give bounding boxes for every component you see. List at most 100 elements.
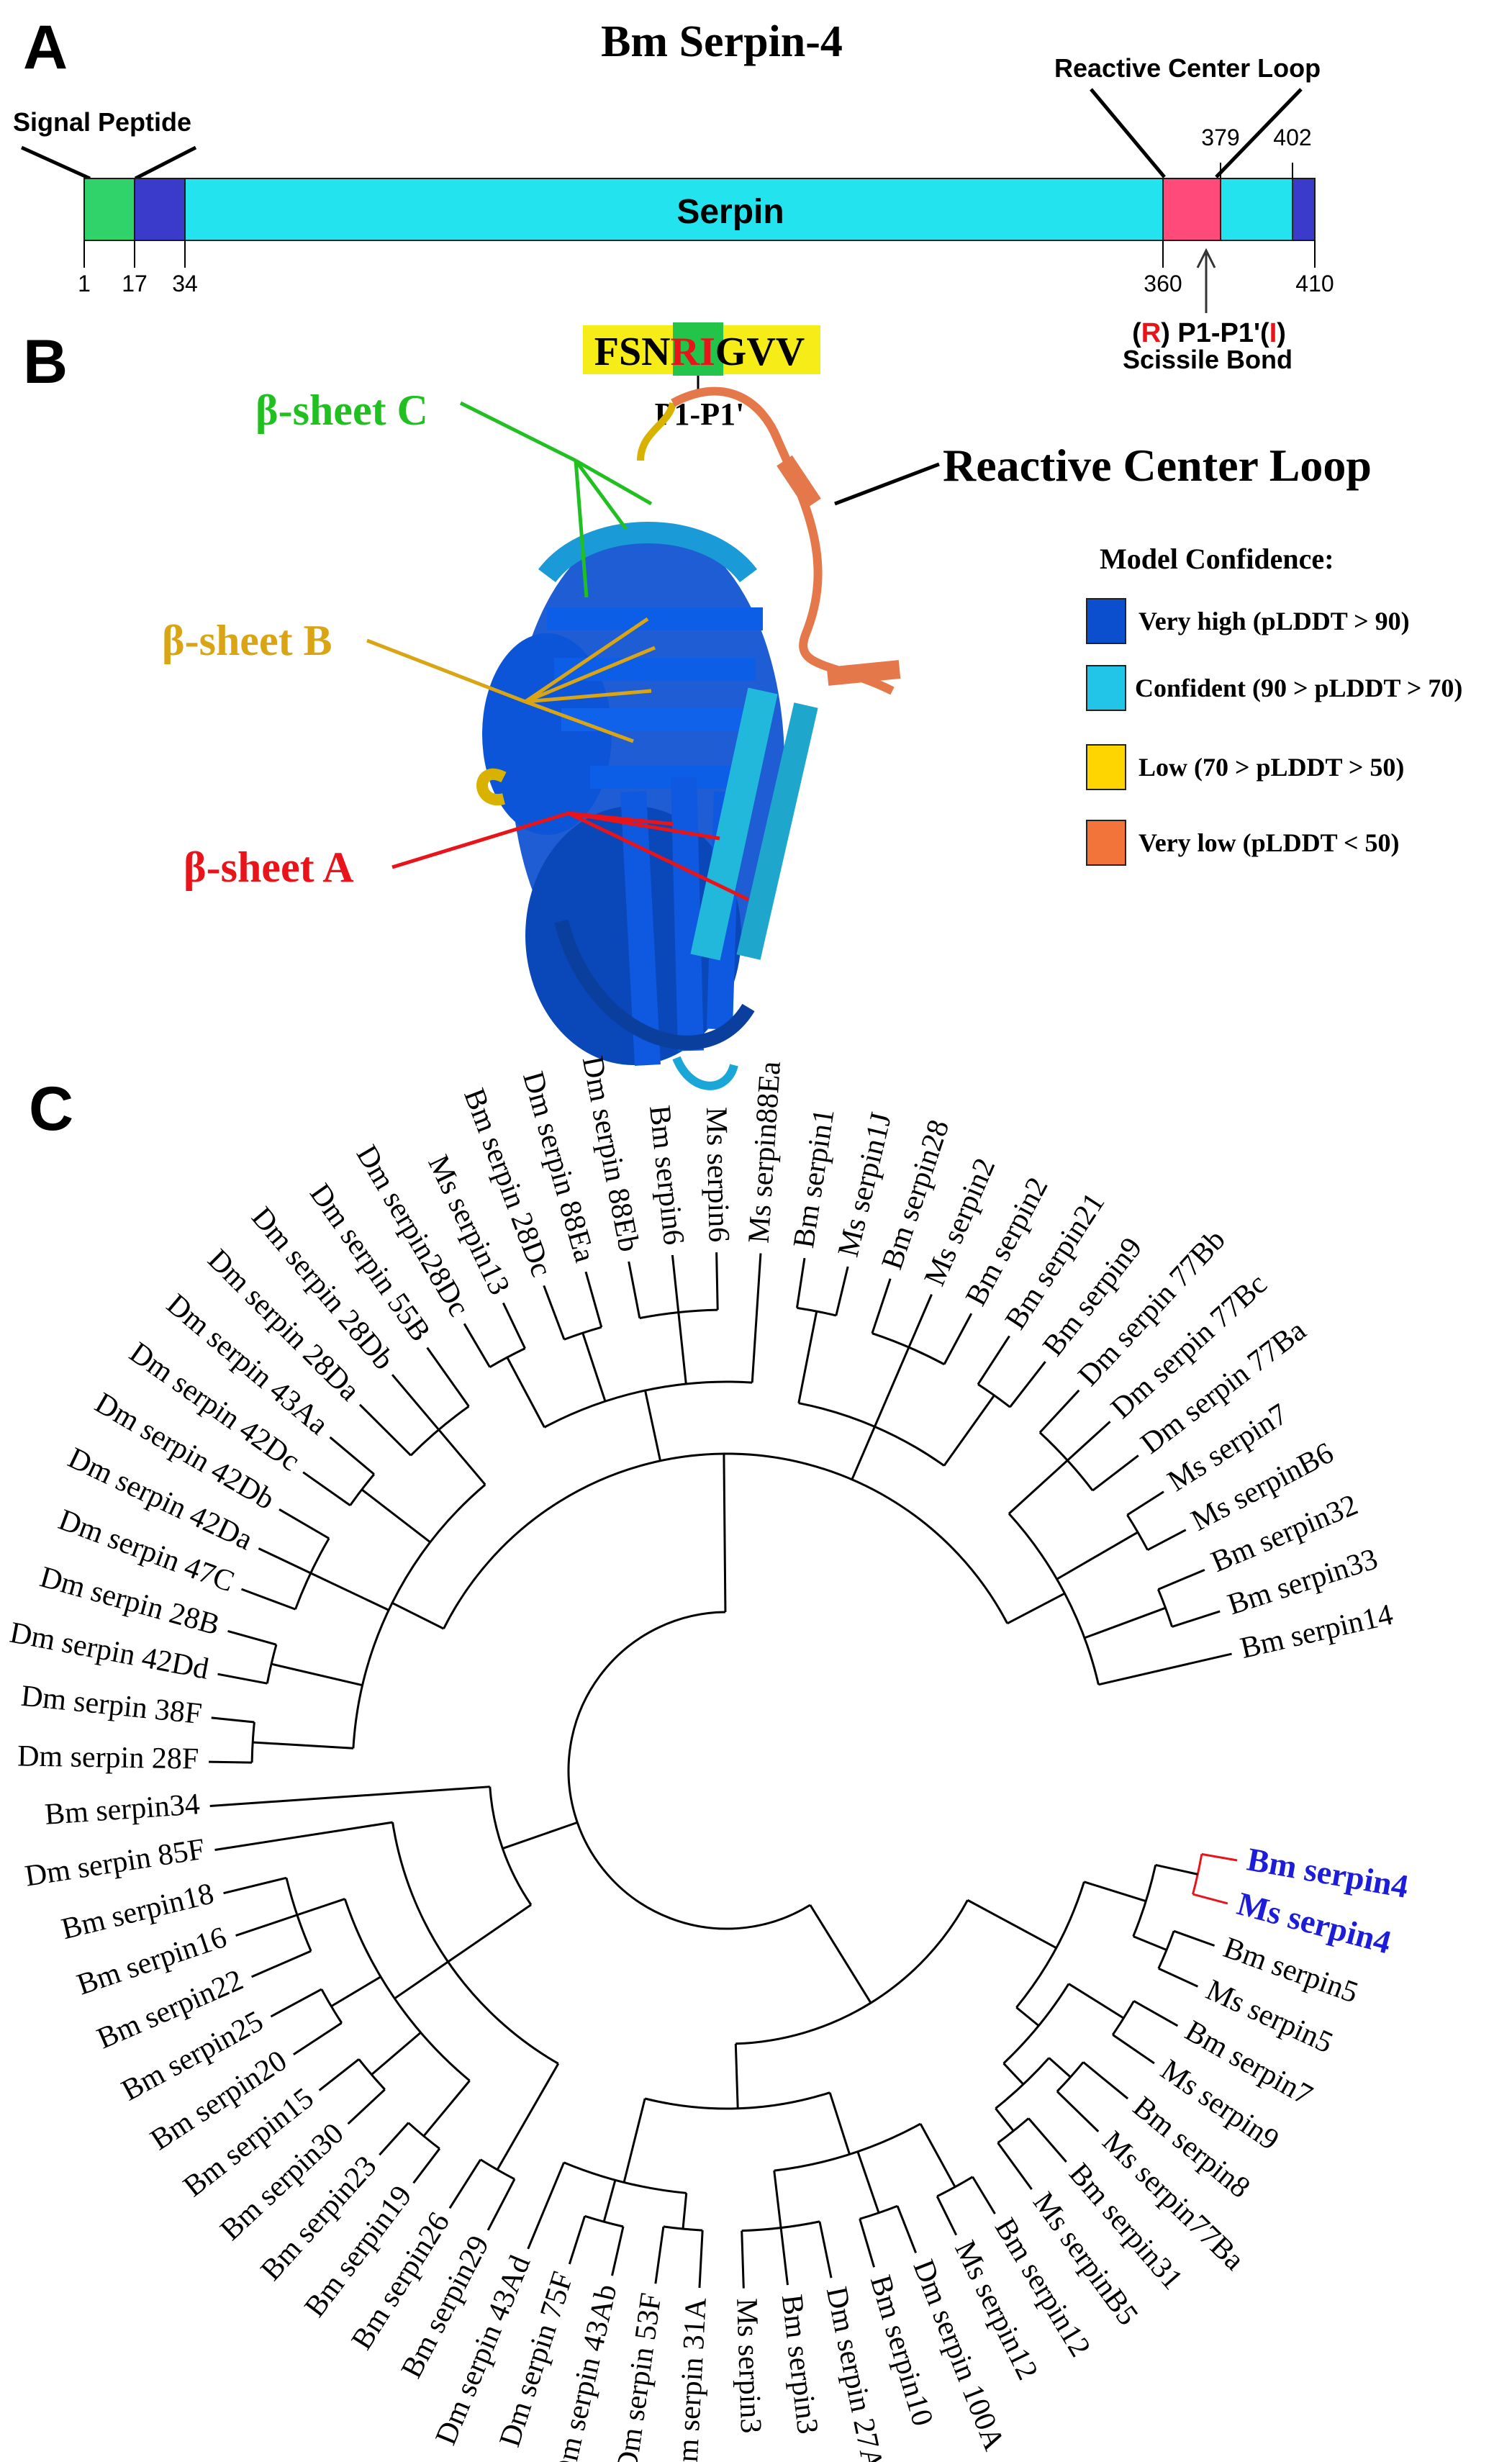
panel-b: B FSNRIGVV P1-P1' bbox=[23, 322, 1462, 1090]
clade-31-edge bbox=[1028, 2117, 1067, 2163]
clade-43ab-edge bbox=[611, 2226, 625, 2276]
domain-bar bbox=[83, 178, 1316, 241]
clade-43ab-edge bbox=[568, 2215, 587, 2265]
position-17: 17 bbox=[122, 271, 148, 297]
clade-77-edge bbox=[1092, 1454, 1139, 1492]
clade-m-edge bbox=[734, 2043, 739, 2109]
rcl-sequence: FSNRIGVV bbox=[594, 330, 805, 374]
clade-f-edge bbox=[214, 1821, 393, 1851]
propeptide-segment bbox=[134, 178, 186, 241]
clade-f-arc bbox=[391, 1821, 559, 2065]
clade-5-edge bbox=[1173, 1929, 1216, 1947]
clade-100-edge bbox=[896, 2205, 918, 2253]
clade-88b-edge bbox=[628, 1261, 641, 1318]
clade-27-edge bbox=[741, 2230, 745, 2289]
clade-13-edge bbox=[502, 1302, 526, 1349]
clade-7-arc bbox=[1126, 1514, 1149, 1551]
phylogenetic-tree-branches bbox=[209, 1252, 1238, 2289]
root-clade-edge bbox=[502, 1821, 578, 1850]
legend-label-very-low: Very low (pLDDT < 50) bbox=[1138, 828, 1400, 857]
clade-h-edge bbox=[271, 1662, 363, 1687]
serpin-domain-label: Serpin bbox=[676, 193, 784, 231]
clade-22-edge bbox=[223, 1876, 287, 1895]
clade-e-edge bbox=[422, 2080, 471, 2137]
rcl-pointer-b bbox=[834, 462, 940, 506]
clade-e-edge bbox=[330, 1976, 381, 2008]
clade-26-arc bbox=[479, 2158, 515, 2181]
clade-88-edge bbox=[543, 1285, 566, 1340]
clade-e-edge bbox=[296, 1898, 345, 1916]
tree-leaf-label: Dm serpin 53F bbox=[610, 2291, 668, 2462]
panel-a-letter: A bbox=[23, 13, 68, 82]
clade-28-edge bbox=[426, 1347, 470, 1408]
tree-leaf-label: Dm serpin 28F bbox=[17, 1739, 199, 1775]
clade-77-arc bbox=[1038, 1431, 1094, 1492]
protein-structure bbox=[476, 386, 901, 1090]
clade-20-edge bbox=[293, 2022, 343, 2055]
tree-leaf-label: Dm serpin 31A bbox=[670, 2296, 713, 2462]
clade-f-edge bbox=[496, 2063, 560, 2171]
clade-31a-edge bbox=[654, 2226, 665, 2284]
clade-12-27-edge bbox=[856, 2151, 880, 2214]
cleavage-site-label: (R) P1-P1'(I) bbox=[1132, 318, 1286, 348]
p1-p1prime-highlight bbox=[673, 322, 723, 376]
signal-peptide-pointer-left bbox=[20, 145, 91, 181]
beta-sheet-a-pointers bbox=[391, 811, 750, 902]
tree-leaf-label: Dm serpin 38F bbox=[19, 1680, 203, 1731]
panel-b-letter: B bbox=[23, 327, 68, 397]
scissile-arrow-head bbox=[1196, 248, 1216, 268]
clade-28b-edge bbox=[943, 1313, 973, 1365]
clade-21-edge bbox=[1009, 1361, 1046, 1408]
legend-swatch-low bbox=[1086, 744, 1126, 790]
tree-leaf-label: Bm serpin6 bbox=[643, 1104, 690, 1247]
clade-19-edge bbox=[379, 2122, 409, 2156]
panel-a: A Bm Serpin-4 Signal Peptide Reactive Ce… bbox=[13, 13, 1334, 374]
clade-20-edge bbox=[270, 1988, 322, 2018]
clade-30-edge bbox=[347, 2088, 386, 2125]
clade-12-27-edge bbox=[773, 2170, 782, 2228]
position-1: 1 bbox=[78, 271, 91, 297]
clade-88-arc bbox=[563, 1326, 602, 1341]
legend-label-very-high: Very high (pLDDT > 90) bbox=[1138, 607, 1410, 635]
clade-27-edge bbox=[779, 2227, 789, 2286]
position-410: 410 bbox=[1295, 271, 1334, 297]
clade-m-edge bbox=[966, 1898, 1057, 1949]
clade-g-edge bbox=[447, 1904, 532, 1963]
rcl-pointer-right bbox=[1215, 88, 1303, 178]
clade-k-edge bbox=[1084, 1606, 1167, 1639]
clade-k-edge bbox=[1098, 1652, 1232, 1686]
clade-k-edge bbox=[1056, 1531, 1138, 1580]
legend-label-low: Low (70 > pLDDT > 50) bbox=[1138, 753, 1404, 782]
clade-88b-arc bbox=[639, 1308, 718, 1320]
clade-27-edge bbox=[818, 2221, 833, 2278]
clade-42dd-edge bbox=[227, 1630, 277, 1646]
clade-47-edge bbox=[258, 1547, 312, 1575]
tree-leaf-label: Bm serpin1 bbox=[787, 1107, 841, 1251]
clade-7-31-edge bbox=[1002, 2063, 1025, 2086]
signal-peptide-pointer-right bbox=[134, 145, 197, 181]
clade-d-edge bbox=[682, 2193, 688, 2230]
protein-title: Bm Serpin-4 bbox=[601, 17, 843, 66]
clade-77-edge bbox=[1038, 1389, 1080, 1434]
clade-88b-edge bbox=[671, 1254, 680, 1313]
clade-d-edge bbox=[527, 2162, 565, 2250]
clade-e-edge bbox=[371, 2032, 422, 2076]
beta-sheet-b-label: β-sheet B bbox=[162, 617, 332, 664]
confidence-legend: Very high (pLDDT > 90) Confident (90 > p… bbox=[1086, 598, 1462, 866]
clade-1-edge bbox=[795, 1257, 806, 1308]
clade-8-edge bbox=[1082, 2061, 1129, 2100]
clade-31a-arc bbox=[663, 2225, 703, 2232]
clade-42dd-edge bbox=[217, 1673, 268, 1685]
clade-19-edge bbox=[412, 2148, 440, 2184]
clade-22-edge bbox=[235, 1914, 298, 1937]
clade-28-edge bbox=[391, 1374, 440, 1431]
clade-a-edge bbox=[1015, 2006, 1040, 2027]
clade-l-edge bbox=[851, 1426, 876, 1480]
clade-i-edge bbox=[751, 1282, 760, 1383]
clade-j-edge bbox=[943, 1395, 995, 1467]
root-clade-arc bbox=[567, 1611, 811, 1930]
clade-31a-edge bbox=[698, 2230, 704, 2289]
position-379: 379 bbox=[1201, 125, 1239, 150]
